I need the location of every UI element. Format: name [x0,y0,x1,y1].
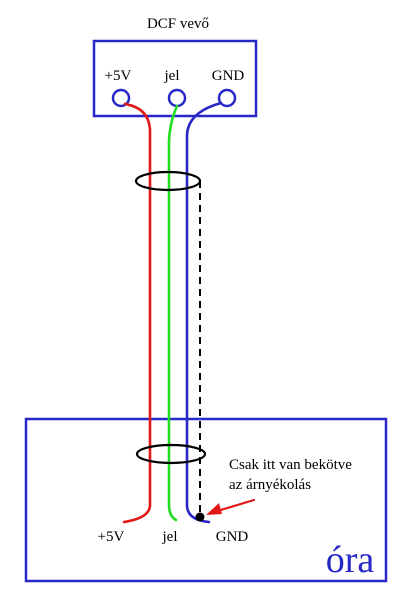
shield-ring-top [134,170,202,192]
shield-ground-point [195,512,205,522]
receiver-pin-gnd-label: GND [212,68,245,84]
receiver-terminal-gnd [217,88,237,108]
clock-module: óra +5V jel GND Csak itt van bekötve az … [24,417,388,583]
receiver-title: DCF vevő [147,16,209,32]
cable-shield [134,170,207,522]
clock-pin-5v-label: +5V [98,529,125,545]
clock-pin-gnd-label: GND [216,529,249,545]
wire-jel [167,104,179,522]
cable-wires [122,101,223,524]
receiver-terminal-jel [167,88,187,108]
clock-box [24,417,388,583]
arrow-head [206,503,222,515]
receiver-box [92,39,258,118]
dcf-receiver-module: DCF vevő +5V jel GND [92,16,258,118]
receiver-terminal-5v [111,88,131,108]
wire-gnd [185,101,223,524]
receiver-pin-jel-label: jel [164,68,180,84]
annotation-arrow [206,498,256,515]
clock-pin-jel-label: jel [162,529,178,545]
annotation-line-1: Csak itt van bekötve [229,457,352,473]
clock-title: óra [326,539,375,581]
wire-5v [122,102,152,524]
receiver-pin-5v-label: +5V [105,68,132,84]
shield-ring-bottom [135,443,207,465]
annotation-line-2: az árnyékolás [229,477,311,493]
